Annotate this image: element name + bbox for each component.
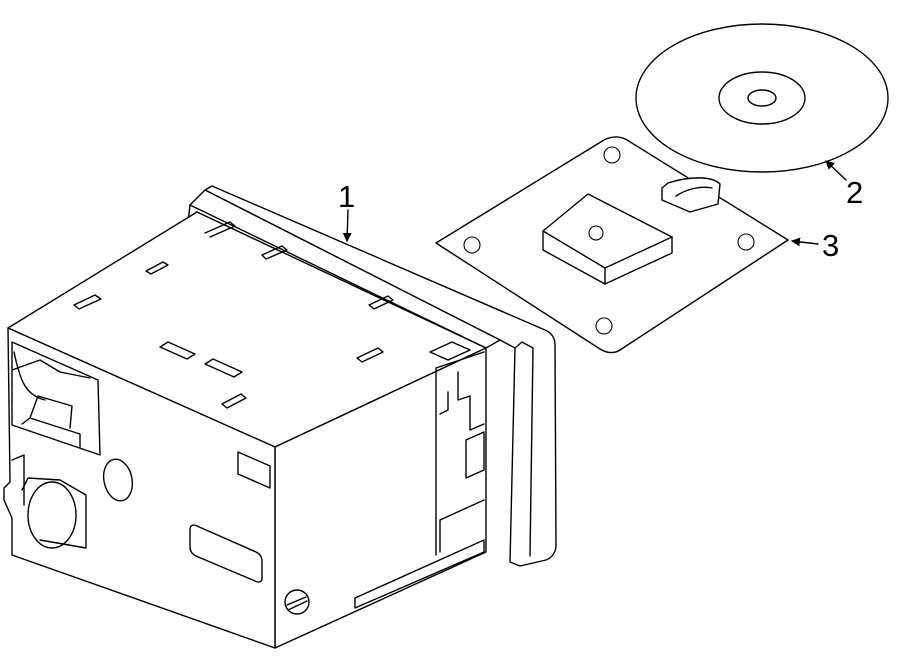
callout-3: 3	[822, 228, 839, 263]
rear-details	[11, 341, 134, 549]
plate-pad	[542, 193, 673, 285]
callout-2: 2	[846, 175, 863, 210]
mounting-plate	[435, 136, 819, 354]
plate-tab	[661, 177, 721, 213]
cd-disc	[635, 23, 889, 181]
disc-outer	[635, 23, 889, 173]
side-details	[189, 351, 485, 615]
leader-3	[791, 237, 819, 247]
radio-bezel-lip	[189, 189, 501, 349]
radio-front-bezel	[204, 185, 557, 567]
leader-2	[825, 160, 847, 181]
leader-1	[342, 209, 352, 242]
top-slots	[73, 221, 471, 409]
radio-unit	[3, 185, 557, 649]
callout-1: 1	[338, 179, 355, 214]
